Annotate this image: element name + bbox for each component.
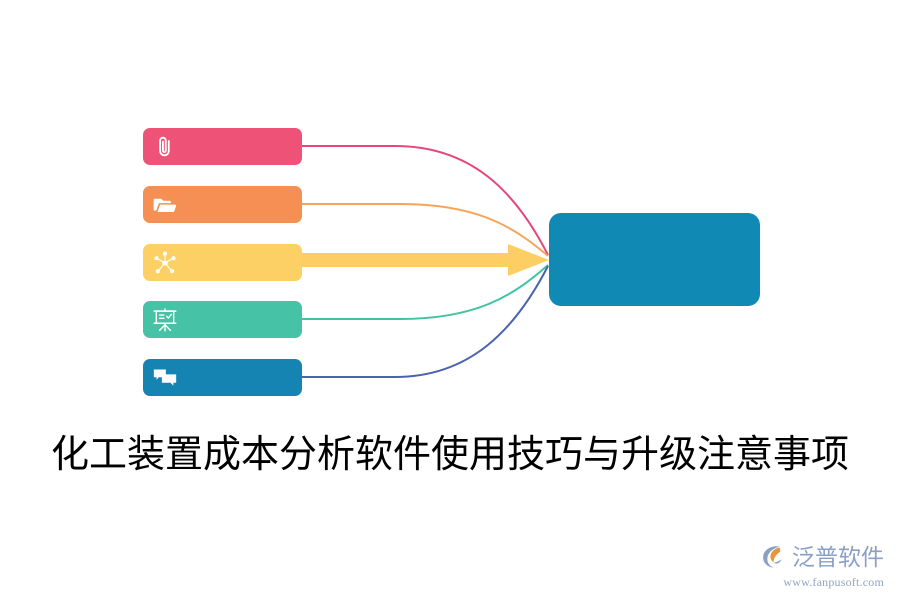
source-node-folder[interactable] [143,186,302,223]
source-node-attachment[interactable] [143,128,302,165]
brand-name: 泛普软件 [792,543,884,570]
page-title: 化工装置成本分析软件使用技巧与升级注意事项 [50,434,849,477]
source-node-chat[interactable] [143,359,302,396]
source-node-presentation[interactable] [143,301,302,338]
brand-url: www.fanpusoft.com [783,575,884,589]
connector-layer [302,145,549,378]
converging-diagram [143,128,760,396]
connector-chat [302,265,549,378]
network-hub-icon [152,250,178,276]
brand-row: 泛普软件 [758,541,884,573]
target-node[interactable] [549,213,760,306]
brand-logo: 泛普软件 www.fanpusoft.com [754,536,884,588]
connector-network-arrow [302,244,549,276]
connector-folder [302,203,549,257]
paperclip-icon [152,134,178,160]
source-node-network[interactable] [143,244,302,281]
chat-bubbles-icon [152,365,178,391]
presentation-board-icon [152,307,178,333]
fanpu-logo-icon [758,542,788,572]
connector-attachment [302,145,549,256]
connector-presentation [302,264,549,320]
folder-open-icon [152,192,178,218]
